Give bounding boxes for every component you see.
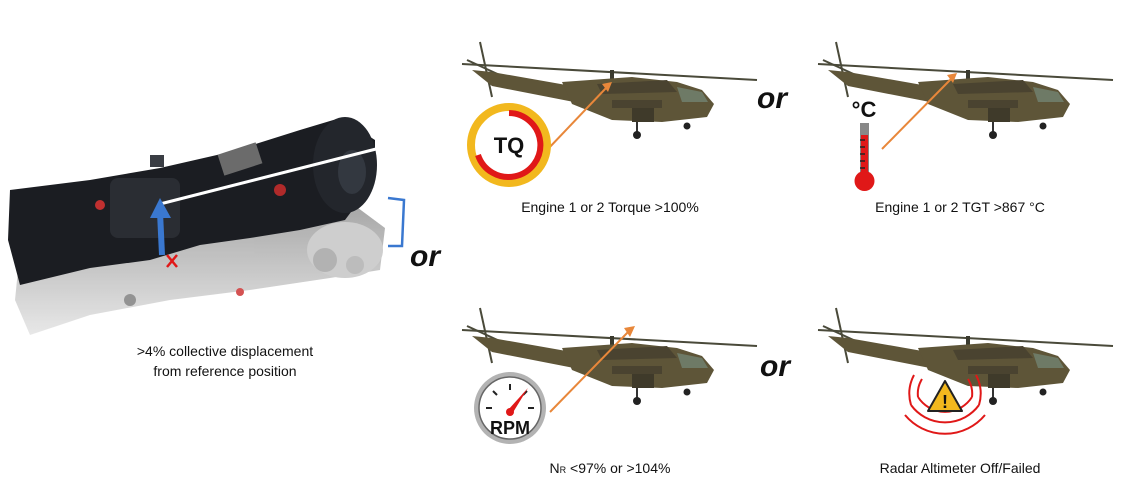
nr-caption-rest: <97% or >104% bbox=[566, 460, 671, 476]
warning-triangle-icon bbox=[927, 380, 963, 412]
radar-warning-icon: ! bbox=[904, 374, 986, 435]
torque-leader-line bbox=[546, 86, 608, 151]
temperature-unit-label: °C bbox=[852, 97, 877, 122]
radalt-caption: Radar Altimeter Off/Failed bbox=[879, 460, 1041, 476]
collective-up-arrow bbox=[157, 211, 165, 256]
or-label-top: or bbox=[757, 82, 787, 115]
tgt-leader-line bbox=[881, 77, 953, 150]
rpm-label: RPM bbox=[490, 418, 530, 438]
or-label-left: or bbox=[410, 240, 440, 273]
collective-caption-line2: from reference position bbox=[153, 363, 297, 379]
torque-gauge-icon: TQ bbox=[467, 82, 612, 187]
svg-text:!: ! bbox=[942, 392, 948, 412]
nr-caption-subscript: R bbox=[559, 465, 567, 475]
rpm-gauge-icon: RPM bbox=[474, 326, 635, 444]
rpm-leader-line bbox=[549, 329, 631, 413]
nr-caption: NR <97% or >104% bbox=[480, 458, 740, 480]
thermometer-icon: °C bbox=[852, 73, 957, 191]
displacement-bracket bbox=[387, 196, 406, 248]
torque-label: TQ bbox=[494, 133, 525, 158]
nr-caption-prefix: N bbox=[549, 460, 560, 476]
torque-caption: Engine 1 or 2 Torque >100% bbox=[521, 199, 699, 215]
collective-caption: >4% collective displacement from referen… bbox=[80, 341, 370, 381]
tgt-caption: Engine 1 or 2 TGT >867 °C bbox=[875, 199, 1045, 215]
collective-lever-illustration bbox=[8, 117, 406, 335]
or-label-bottom: or bbox=[760, 350, 790, 383]
collective-caption-line1: >4% collective displacement bbox=[136, 343, 314, 359]
reference-point-x-marker bbox=[166, 254, 178, 268]
displacement-line bbox=[159, 146, 381, 206]
